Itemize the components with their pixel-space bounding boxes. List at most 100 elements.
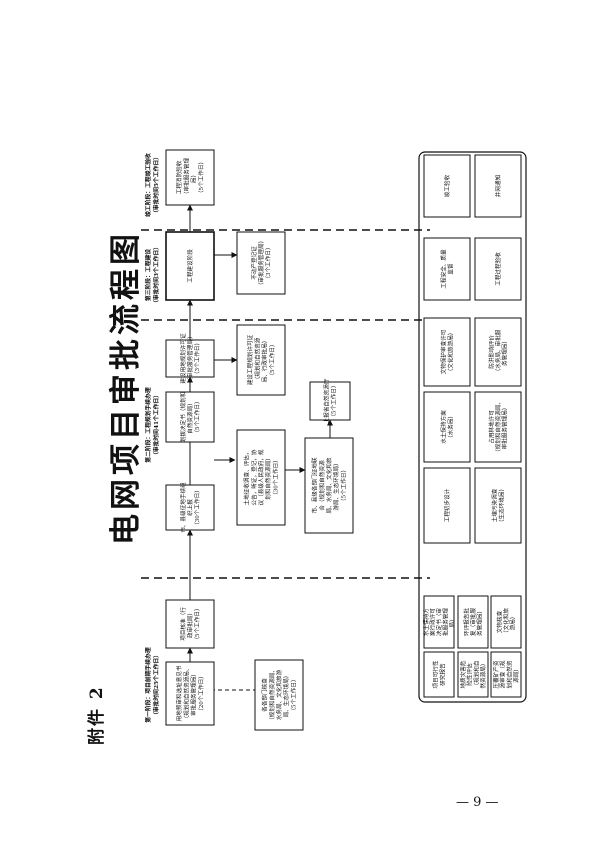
process-node-line: （5个工作日） <box>330 382 338 419</box>
process-node-box <box>165 484 215 531</box>
process-node-text: 不动产登记证（审批服务管理局）（3个工作日） <box>250 238 272 288</box>
process-node: 各各部门核查（规划和自然资源局、水务局、文化和旅游局、生态环境局）（5个工作日） <box>254 659 304 731</box>
stage-header-text: 第三阶段：工程建设（审批时间3个工作日） <box>144 244 160 306</box>
process-node: 项目核准（行政审批局）（5个工作日） <box>165 599 215 649</box>
process-node-line: 各各部门核查 <box>261 678 269 712</box>
process-node-box <box>236 324 286 396</box>
parallel-item-box <box>423 651 455 698</box>
parallel-item-line: （生态环境局） <box>497 486 505 525</box>
process-node-line: 项目核准（行 <box>179 607 187 641</box>
parallel-item-box <box>474 237 522 301</box>
parallel-item-text: 土壤污染调查（生态环境局） <box>491 486 506 525</box>
process-node-box <box>254 659 304 731</box>
parallel-item-line: 项目可行性 <box>432 660 440 688</box>
parallel-item-box <box>457 595 489 649</box>
process-node-box <box>165 391 215 443</box>
parallel-item: 竣工验收 <box>423 154 471 218</box>
stage-header-line: （审批时间41个工作日） <box>152 392 160 458</box>
process-node-text: 土地征收调查、评估，公告，听证，登记，协议（县级人民政府，规划和自然资源局）（3… <box>243 449 280 505</box>
parallel-item-line: （文化和旅 <box>502 608 510 636</box>
process-node-box <box>165 599 215 649</box>
process-node-line: 市、县级各部门征地联 <box>311 457 319 513</box>
parallel-item-line: 复（审批服 <box>469 608 477 636</box>
parallel-item-line: （规划和自 <box>472 661 480 689</box>
stage-header-line: 第三阶段：工程建设 <box>144 249 152 301</box>
parallel-item: 压覆矿产资源审查（规划和自然资源局） <box>490 651 522 698</box>
parallel-item-line: 水土保持方案 <box>440 410 448 444</box>
parallel-item-box <box>423 237 471 301</box>
parallel-item: 水土保持方案（水务局） <box>423 391 471 463</box>
process-node-line: 划和自然资源局） <box>264 455 272 500</box>
process-node: 建设工程规划许可证（规划和自然资源局、行政审批局）（5个工作日） <box>236 324 286 396</box>
parallel-item: 占用林地许可（规划和自然资源局、审批服务管理局） <box>474 391 522 463</box>
parallel-item-box <box>423 467 471 544</box>
parallel-item-line: 水土保持方 <box>422 608 430 636</box>
process-node-box <box>236 429 286 526</box>
parallel-item-text: 占用林地许可（规划和自然资源局、审批服务管理局） <box>487 399 508 455</box>
parallel-item-line: 研究报告 <box>438 663 446 686</box>
process-node-box <box>165 149 215 206</box>
process-node-box <box>236 231 286 295</box>
parallel-item-box <box>474 317 522 387</box>
process-node-line: 局、水务局、文化和旅 <box>325 457 333 513</box>
parallel-item-line: 划和自然资 <box>505 660 513 688</box>
process-node-text: 市、县级各部门征地联合（规划和自然资源局、水务局、文化和旅游局、生态环境局）（5… <box>311 457 348 513</box>
process-node-line: （规划和自然资源局、 <box>182 666 190 722</box>
parallel-item: 项目可行性研究报告 <box>423 651 455 698</box>
process-node-box <box>165 231 215 301</box>
parallel-item-line: 案行政许可 <box>428 608 436 636</box>
process-node-line: 局、行政审批局） <box>261 338 269 383</box>
process-node-text: 市、县级征地手续组织上报（30个工作日） <box>179 482 201 533</box>
parallel-item-box <box>423 317 471 387</box>
parallel-item-line: 然资源局） <box>479 661 487 689</box>
process-node: 市、县级各部门征地联合（规划和自然资源局、水务局、文化和旅游局、生态环境局）（5… <box>304 437 354 534</box>
parallel-item-line: 竣工验收 <box>443 174 451 197</box>
process-node: 不动产登记证（审批服务管理局）（3个工作日） <box>236 231 286 295</box>
process-node-line: （5个工作日） <box>193 398 201 435</box>
parallel-item-text: 水土保持方案（水务局） <box>440 410 455 444</box>
parallel-item-line: 险性评估 <box>466 663 474 686</box>
process-node-text: 划拨决定书（规划和自然资源局）（5个工作日） <box>179 391 201 442</box>
parallel-item: 工程过程验收 <box>474 237 522 301</box>
parallel-items-frame <box>418 151 527 703</box>
process-node-line: （30个工作日） <box>193 487 201 528</box>
parallel-item-line: 工程过程验收 <box>494 252 502 286</box>
parallel-item-line: 务管理局） <box>476 608 484 636</box>
parallel-item-text: 工程过程验收 <box>494 252 502 286</box>
parallel-item: 土壤污染调查（生态环境局） <box>474 467 522 544</box>
process-node-line: （5个工作日） <box>193 605 201 642</box>
parallel-item-text: 并网通知 <box>494 174 502 197</box>
parallel-item-line: （水务局） <box>446 413 454 441</box>
stage-header-text: 竣工阶段：工程竣工验收（审批时间5个工作日） <box>144 153 160 217</box>
process-node-line: （审批服务管理 <box>182 158 190 198</box>
parallel-item: 文物核查（文化和旅游局） <box>490 595 522 649</box>
process-node-line: 局） <box>191 172 198 183</box>
parallel-item-box <box>474 391 522 463</box>
process-node-text: 上报省自然资源厅（5个工作日） <box>322 378 337 423</box>
process-node-line: 公告，听证，登记，协 <box>250 449 258 505</box>
parallel-item-box <box>490 651 522 698</box>
parallel-item: 水土保持方案行政许可决定书（审批服务管理局） <box>422 595 456 649</box>
process-node: 市、县级征地手续组织上报（30个工作日） <box>165 482 215 533</box>
parallel-item-line: 批服务管理 <box>442 608 450 636</box>
process-node: 划拨决定书（规划和自然资源局）（5个工作日） <box>165 391 215 443</box>
process-node-line: （审批服务管理局） <box>257 238 265 288</box>
page-number: — 9 — <box>456 795 499 810</box>
parallel-item-line: 占用林地许可 <box>487 410 495 444</box>
parallel-item-text: 工程初步设计 <box>443 488 451 522</box>
parallel-item-text: 项目可行性研究报告 <box>432 660 447 688</box>
parallel-item: 环评报告批复（审批服务管理局） <box>457 595 489 649</box>
process-node-line: （5个工作日） <box>339 467 347 504</box>
process-node-line: 工程消防验收 <box>175 160 183 194</box>
parallel-item-box <box>474 467 522 544</box>
process-node-box <box>304 437 354 534</box>
process-node-line: 审批服务管理局） <box>190 671 198 716</box>
process-node-box <box>165 339 215 378</box>
parallel-item-text: 压覆矿产资源审查（规划和自然资源局） <box>492 660 520 688</box>
parallel-item-box <box>423 595 455 649</box>
parallel-item-line: 土壤污染调查 <box>491 488 499 522</box>
process-node-line: 织上报 <box>186 499 194 516</box>
process-node-line: 土地征收调查、评估， <box>243 450 251 506</box>
stage-header-line: 竣工阶段：工程竣工验收 <box>144 153 152 217</box>
